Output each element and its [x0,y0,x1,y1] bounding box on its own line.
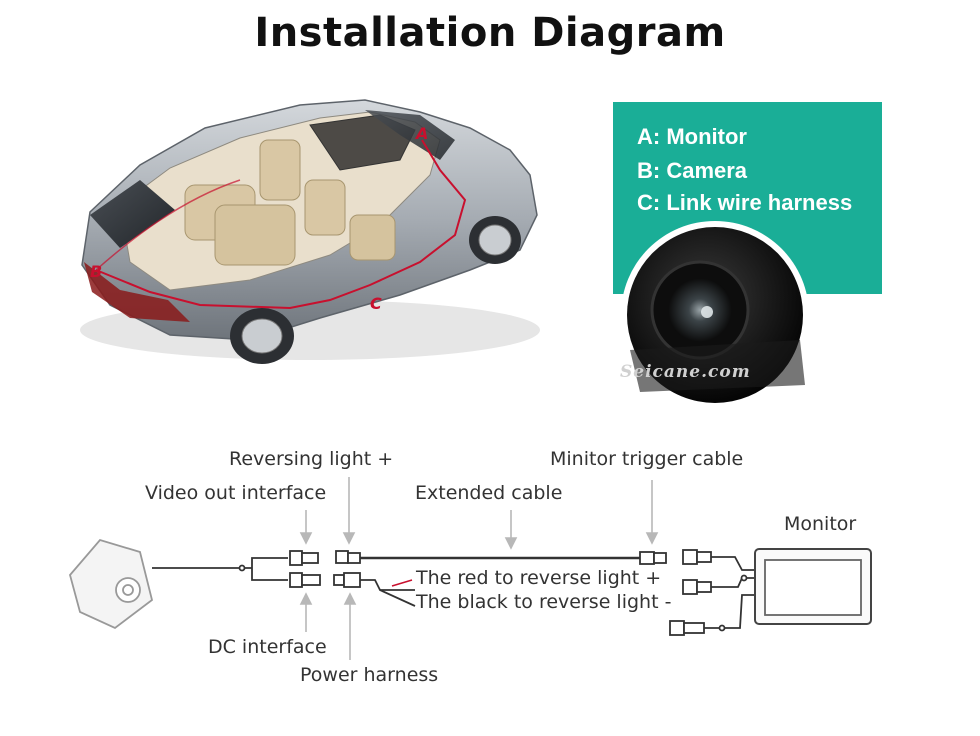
label-reversing-light: Reversing light + [229,448,394,470]
monitor-icon [754,548,872,625]
camera-icon [69,538,154,630]
label-video-out: Video out interface [145,482,327,504]
label-red-wire: The red to reverse light + [416,567,662,589]
marker-a: A [416,124,429,143]
label-extended-cable: Extended cable [415,482,563,504]
label-monitor: Monitor [784,513,857,535]
label-monitor-trigger: Minitor trigger cable [550,448,744,470]
legend-monitor: A: Monitor [637,124,747,149]
legend-link-wire: C: Link wire harness [637,190,853,215]
label-black-wire: The black to reverse light - [416,591,672,613]
marker-c: C [370,294,382,313]
legend-camera: B: Camera [637,158,748,183]
page-title: Installation Diagram [254,10,726,56]
marker-b: B [90,262,103,281]
watermark: Seicane.com [620,362,751,382]
label-power-harness: Power harness [300,664,439,686]
label-dc-interface: DC interface [208,636,327,658]
